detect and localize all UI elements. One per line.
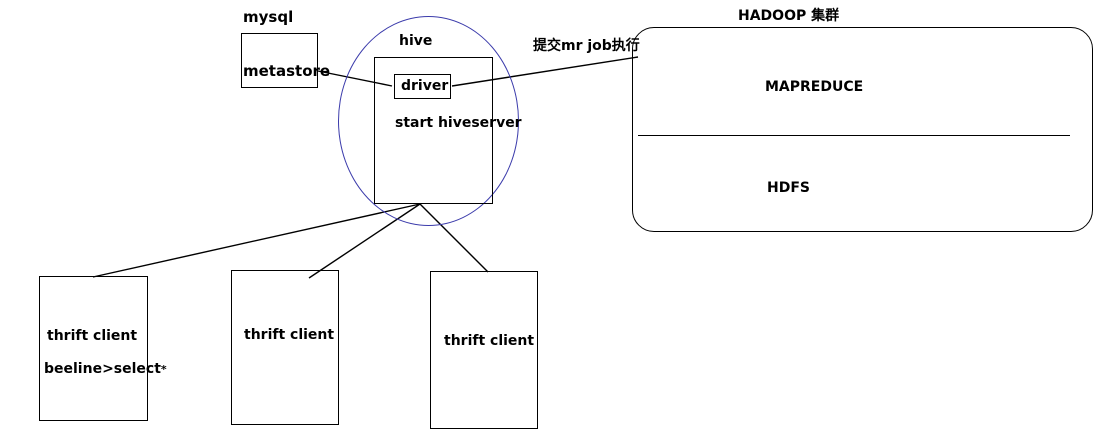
start-hiveserver-label: start hiveserver: [395, 115, 522, 131]
thrift-client-label-1: thrift client: [47, 328, 138, 344]
beeline-command-suffix: *: [160, 363, 167, 376]
mysql-label: mysql: [243, 8, 294, 26]
mapreduce-label: MAPREDUCE: [765, 79, 864, 95]
submit-mr-job-label: 提交mr job执行: [533, 38, 640, 54]
metastore-label: metastore: [243, 62, 331, 80]
driver-label: driver: [401, 78, 449, 94]
hive-label: hive: [399, 33, 433, 49]
thrift-client-label-3: thrift client: [444, 333, 535, 349]
metastore-box[interactable]: [241, 33, 318, 88]
hadoop-cluster-box[interactable]: [632, 27, 1093, 232]
hdfs-label: HDFS: [767, 180, 810, 196]
beeline-command-label: beeline>select*: [44, 362, 167, 376]
driver-box[interactable]: [394, 74, 451, 99]
thrift-client-box-3[interactable]: [430, 271, 538, 429]
hadoop-layer-divider: [638, 135, 1070, 136]
hadoop-cluster-title: HADOOP 集群: [738, 8, 840, 24]
hiveserver-box[interactable]: [374, 57, 493, 204]
thrift-client-label-2: thrift client: [244, 327, 335, 343]
beeline-command-text: beeline>select: [44, 361, 161, 377]
edge-hive-to-client-1: [92, 203, 421, 278]
thrift-client-box-2[interactable]: [231, 270, 339, 425]
hive-circle: [338, 16, 519, 226]
thrift-client-box-1[interactable]: [39, 276, 148, 421]
